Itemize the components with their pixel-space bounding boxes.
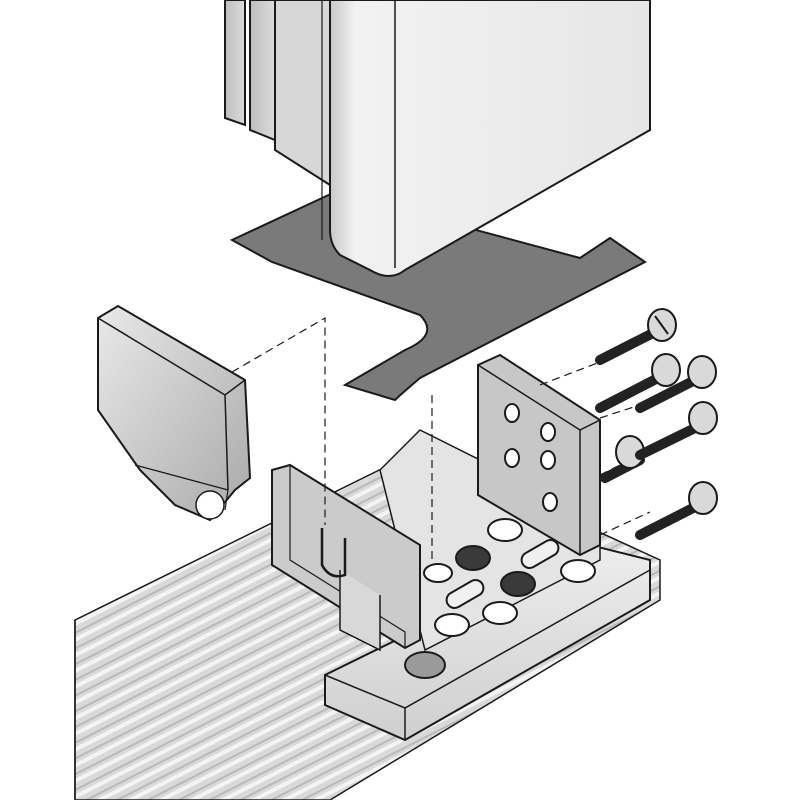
vertical-profile [224, 0, 651, 277]
base-holes [404, 518, 596, 679]
screw-2 [595, 353, 681, 413]
base-block [324, 429, 651, 742]
connector-plate [271, 463, 421, 652]
screw-3 [635, 355, 717, 413]
end-cap [97, 304, 252, 522]
angle-bracket [477, 353, 601, 557]
screw-1 [595, 308, 677, 365]
screw-4 [600, 401, 718, 483]
screw-5 [635, 481, 718, 540]
bracket-holes [504, 403, 558, 512]
screws [595, 308, 718, 540]
